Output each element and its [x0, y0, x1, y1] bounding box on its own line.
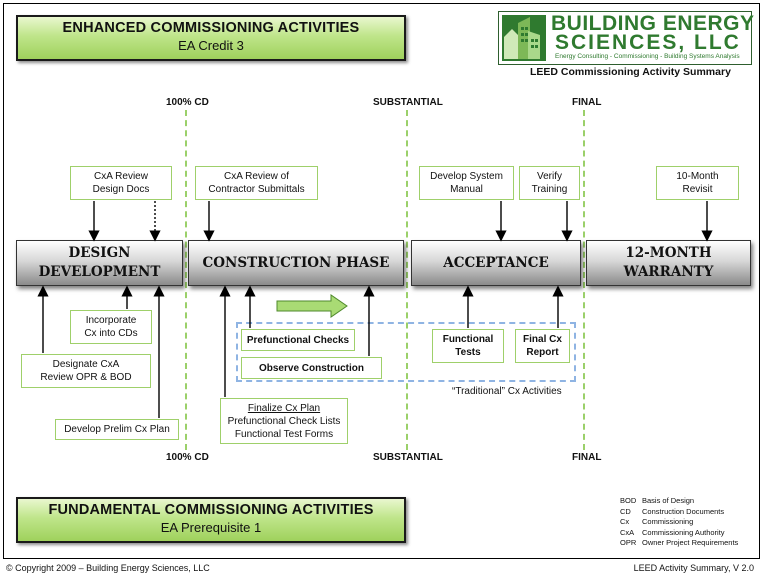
- box-text: Finalize Cx Plan: [247, 402, 321, 414]
- box-text: Functional: [442, 334, 494, 345]
- phase-acceptance-label: ACCEPTANCE: [443, 254, 549, 271]
- phase-construction-label: CONSTRUCTION PHASE: [202, 254, 390, 271]
- box-text: Training: [531, 184, 568, 195]
- box-text: Final Cx: [523, 334, 562, 345]
- box-final-cx-report: Final Cx Report: [515, 329, 570, 363]
- enhanced-banner: ENHANCED COMMISSIONING ACTIVITIES EA Cre…: [16, 15, 406, 61]
- legend-abbr: CxA: [620, 527, 635, 537]
- box-text: Develop Prelim Cx Plan: [64, 424, 170, 435]
- milestone-substantial-bottom: SUBSTANTIAL: [373, 452, 443, 463]
- box-text: Designate CxA: [52, 359, 120, 370]
- milestone-line-final: [583, 110, 585, 450]
- box-text: Verify: [536, 171, 562, 182]
- logo-line2: SCIENCES, LLC: [555, 31, 741, 54]
- summary-title: LEED Commissioning Activity Summary: [530, 66, 731, 78]
- fundamental-banner: FUNDAMENTAL COMMISSIONING ACTIVITIES EA …: [16, 497, 406, 543]
- legend-row: OPR Owner Project Requirements: [620, 538, 738, 549]
- fundamental-subtitle: EA Prerequisite 1: [160, 520, 262, 535]
- phase-acceptance: ACCEPTANCE: [411, 240, 581, 286]
- enhanced-title: ENHANCED COMMISSIONING ACTIVITIES: [62, 20, 360, 36]
- logo-line1: BUILDING ENERGY: [551, 12, 755, 35]
- legend-row: Cx Commissioning: [620, 517, 738, 528]
- box-text: Review OPR & BOD: [40, 372, 132, 383]
- box-finalize-cx-plan: Finalize Cx Plan Prefunctional Check Lis…: [220, 398, 348, 444]
- legend-meaning: Basis of Design: [642, 496, 695, 505]
- box-text: Manual: [450, 184, 483, 195]
- milestone-100cd-top: 100% CD: [166, 97, 209, 108]
- box-develop-system-manual: Develop System Manual: [419, 166, 514, 200]
- building-logo-icon: [502, 15, 546, 61]
- legend-meaning: Commissioning Authority: [642, 527, 725, 537]
- legend-abbr: BOD: [620, 496, 637, 505]
- phase-warranty-line2: WARRANTY: [623, 264, 714, 280]
- milestone-100cd-bottom: 100% CD: [166, 452, 209, 463]
- box-text: 10-Month: [676, 171, 719, 182]
- box-10-month-revisit: 10-Month Revisit: [656, 166, 739, 200]
- box-cxa-review-design: CxA Review Design Docs: [70, 166, 172, 200]
- phase-warranty: 12-MONTH WARRANTY: [586, 240, 751, 286]
- milestone-substantial-top: SUBSTANTIAL: [373, 97, 443, 108]
- box-text: CxA Review of: [223, 171, 290, 182]
- legend-meaning: Commissioning: [642, 517, 694, 526]
- box-cxa-review-submittals: CxA Review of Contractor Submittals: [195, 166, 318, 200]
- enhanced-subtitle: EA Credit 3: [178, 38, 244, 53]
- legend-abbr: Cx: [620, 517, 630, 526]
- box-text: Report: [526, 347, 559, 358]
- milestone-final-bottom: FINAL: [572, 452, 602, 463]
- legend-abbr: OPR: [620, 538, 637, 547]
- legend-abbr: CD: [620, 506, 631, 516]
- box-text: Prefunctional Check Lists: [227, 415, 341, 427]
- company-logo: BUILDING ENERGY SCIENCES, LLC Energy Con…: [498, 11, 755, 65]
- milestone-line-100cd: [185, 110, 187, 450]
- milestone-line-substantial: [406, 110, 408, 450]
- progress-arrow-icon: [276, 294, 348, 318]
- box-text: Observe Construction: [258, 362, 365, 374]
- fundamental-title: FUNDAMENTAL COMMISSIONING ACTIVITIES: [48, 502, 374, 518]
- logo-tagline: Energy Consulting - Commissioning - Buil…: [555, 53, 740, 60]
- box-prefunctional-checks: Prefunctional Checks: [241, 329, 355, 351]
- box-text: Revisit: [682, 184, 713, 195]
- box-text: Tests: [455, 347, 481, 358]
- legend-meaning: Owner Project Requirements: [642, 538, 739, 547]
- box-text: CxA Review: [94, 171, 148, 182]
- legend-row: CxA Commissioning Authority: [620, 528, 738, 539]
- page-frame: [3, 3, 760, 559]
- box-incorporate-cx: Incorporate Cx into CDs: [70, 310, 152, 344]
- traditional-cx-region: [236, 322, 576, 382]
- box-text: Cx into CDs: [84, 328, 138, 339]
- phase-warranty-line1: 12-MONTH: [625, 245, 712, 261]
- box-text: Functional Test Forms: [234, 428, 334, 440]
- box-observe-construction: Observe Construction: [241, 357, 382, 379]
- legend-row: CD Construction Documents: [620, 507, 738, 518]
- box-text: Design Docs: [92, 184, 150, 195]
- box-verify-training: Verify Training: [519, 166, 580, 200]
- box-text: Prefunctional Checks: [246, 334, 350, 346]
- box-develop-prelim-cx-plan: Develop Prelim Cx Plan: [55, 419, 179, 440]
- footer-version: LEED Activity Summary, V 2.0: [633, 563, 754, 573]
- abbreviation-legend: BOD Basis of Design CD Construction Docume…: [620, 496, 738, 549]
- phase-construction: CONSTRUCTION PHASE: [188, 240, 404, 286]
- phase-design-line2: DEVELOPMENT: [38, 264, 161, 280]
- traditional-cx-label: “Traditional” Cx Activities: [452, 386, 562, 397]
- milestone-final-top: FINAL: [572, 97, 602, 108]
- box-text: Incorporate: [85, 315, 137, 326]
- legend-meaning: Construction Documents: [642, 506, 725, 516]
- box-designate-cxa: Designate CxA Review OPR & BOD: [21, 354, 151, 388]
- box-text: Develop System: [430, 171, 503, 182]
- box-text: Contractor Submittals: [208, 184, 305, 195]
- phase-design-line1: DESIGN: [68, 245, 131, 261]
- legend-row: BOD Basis of Design: [620, 496, 738, 507]
- box-functional-tests: Functional Tests: [432, 329, 504, 363]
- footer-copyright: © Copyright 2009 – Building Energy Scien…: [6, 563, 210, 573]
